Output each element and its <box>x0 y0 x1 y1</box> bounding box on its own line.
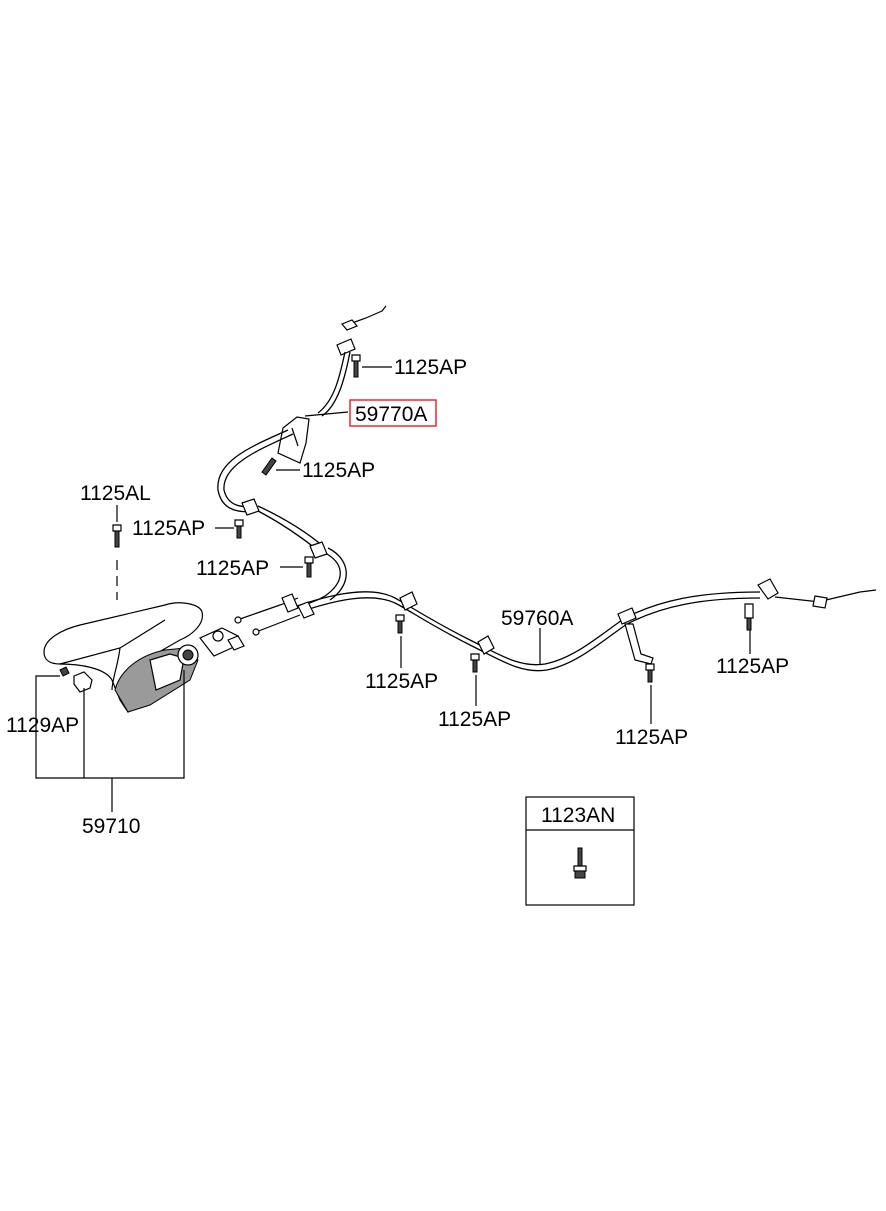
bolt-1125AL <box>112 524 122 548</box>
label-1125AP-right-bracket[interactable]: 1125AP <box>615 726 688 749</box>
label-1125AP-top[interactable]: 1125AP <box>394 356 467 379</box>
label-1125AP-left-upper[interactable]: 1125AP <box>132 517 205 540</box>
cable-59760A <box>299 578 877 672</box>
label-1125AP-center[interactable]: 1125AP <box>365 670 438 693</box>
label-1125AP-far-right[interactable]: 1125AP <box>716 655 789 678</box>
bolt-1125AP-center <box>395 614 405 634</box>
label-1125AP-upper-bracket[interactable]: 1125AP <box>302 459 375 482</box>
bolt-1125AP-right-bracket <box>645 663 655 683</box>
bolt-icon <box>573 847 587 879</box>
legend-box-title[interactable]: 1123AN <box>541 804 615 827</box>
label-59770A[interactable]: 59770A <box>355 403 427 426</box>
bolt-1125AP-left-lower <box>304 556 314 578</box>
label-1125AL[interactable]: 1125AL <box>80 482 151 505</box>
parking-brake-lever-assembly <box>43 602 245 713</box>
highlight-box <box>349 399 437 427</box>
legend-box-1123AN: 1123AN <box>525 796 635 906</box>
cable-59770A <box>217 305 387 607</box>
bolt-1125AP-far-right <box>744 603 754 631</box>
equalizer-rods <box>234 593 315 636</box>
bolt-1125AP-top <box>351 354 361 378</box>
bolt-1125AP-upper-bracket <box>261 457 277 476</box>
bolt-1125AP-center-right <box>470 653 480 673</box>
bolt-1125AP-left-upper <box>234 519 244 539</box>
label-1129AP[interactable]: 1129AP <box>6 714 79 737</box>
leader-lines <box>35 366 751 812</box>
label-1125AP-center-right[interactable]: 1125AP <box>438 708 511 731</box>
label-59760A[interactable]: 59760A <box>501 607 573 630</box>
label-1125AP-left-lower[interactable]: 1125AP <box>196 557 269 580</box>
label-59710[interactable]: 59710 <box>82 815 140 838</box>
